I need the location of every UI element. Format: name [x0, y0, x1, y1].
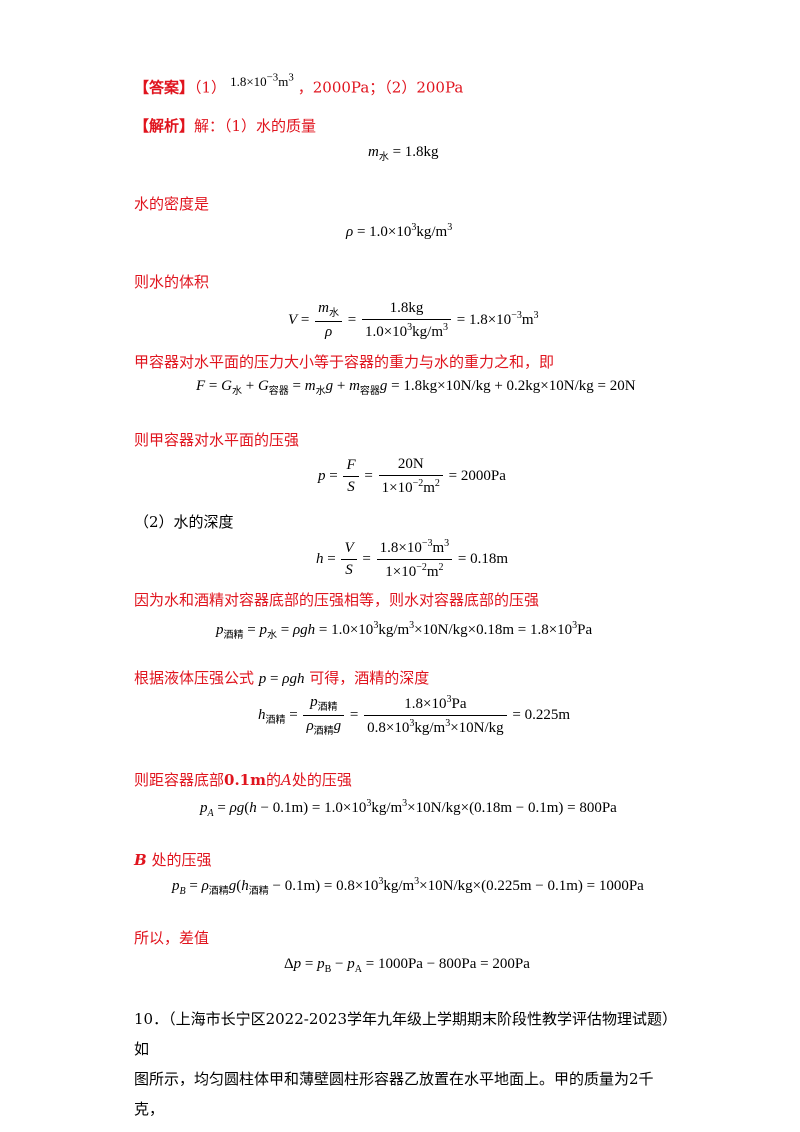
- equation-pa: pA = ρg(h − 0.1m) = 1.0×103kg/m3×10N/kg×…: [200, 798, 617, 819]
- question-line-2: 图所示，均匀圆柱体甲和薄壁圆柱形容器乙放置在水平地面上。甲的质量为2千克，: [134, 1070, 654, 1118]
- text-pb: B 处的压强: [134, 851, 212, 869]
- equation-diff: Δp = pB − pA = 1000Pa − 800Pa = 200Pa: [284, 956, 530, 975]
- text-depth: （2）水的深度: [134, 513, 234, 531]
- equation-force: F = G水 + G容器 = m水g + m容器g = 1.8kg×10N/kg…: [196, 378, 636, 397]
- answer-rest: 2000Pa；（2）200Pa: [312, 78, 464, 97]
- answer-part1: （1）: [194, 78, 227, 97]
- equation-water-mass-value: = 1.8kg: [392, 144, 439, 160]
- text-diff: 所以，差值: [134, 929, 210, 947]
- text-formula: 根据液体压强公式 p = ρgh 可得，酒精的深度: [134, 668, 429, 689]
- answer-volume: 1.8×10−3m3: [230, 72, 294, 90]
- analysis-label: 【解析】: [134, 117, 195, 135]
- text-force: 甲容器对水平面的压力大小等于容器的重力与水的重力之和，即: [134, 353, 555, 371]
- text-water-density: 水的密度是: [134, 195, 210, 213]
- equation-water-mass: m水 = 1.8kg: [368, 144, 439, 163]
- equation-alcohol-pressure: p酒精 = p水 = ρgh = 1.0×103kg/m3×10N/kg×0.1…: [216, 620, 593, 641]
- question-10: 10．（上海市长宁区2022-2023学年九年级上学期期末阶段性教学评估物理试题…: [134, 1004, 674, 1124]
- equation-diff-value: = 1000Pa − 800Pa = 200Pa: [365, 956, 530, 972]
- text-pa: 则距容器底部0.1m的A处的压强: [134, 771, 352, 789]
- answer-sep: ，: [297, 78, 313, 97]
- text-pressure: 则甲容器对水平面的压强: [134, 431, 300, 449]
- equation-density: ρ = 1.0×103kg/m3: [346, 222, 453, 240]
- analysis-line: 【解析】解：（1）水的质量: [134, 116, 316, 136]
- answer-line: 【答案】（1）1.8×10−3m3，2000Pa；（2）200Pa: [134, 68, 463, 97]
- text-formula-a: 根据液体压强公式: [134, 669, 255, 687]
- formula-inline: p = ρgh: [258, 671, 305, 687]
- text-equal-pressure: 因为水和酒精对容器底部的压强相等，则水对容器底部的压强: [134, 591, 540, 609]
- equation-force-value: = 1.8kg×10N/kg + 0.2kg×10N/kg = 20N: [391, 378, 636, 394]
- question-line-1: 10．（上海市长宁区2022-2023学年九年级上学期期末阶段性教学评估物理试题…: [134, 1010, 670, 1058]
- analysis-intro: 解：（1）水的质量: [194, 117, 317, 135]
- equation-pb: pB = ρ酒精g(h酒精 − 0.1m) = 0.8×103kg/m3×10N…: [172, 876, 644, 897]
- text-volume: 则水的体积: [134, 273, 210, 291]
- answer-label: 【答案】: [134, 78, 195, 97]
- text-formula-b: 可得，酒精的深度: [309, 669, 430, 687]
